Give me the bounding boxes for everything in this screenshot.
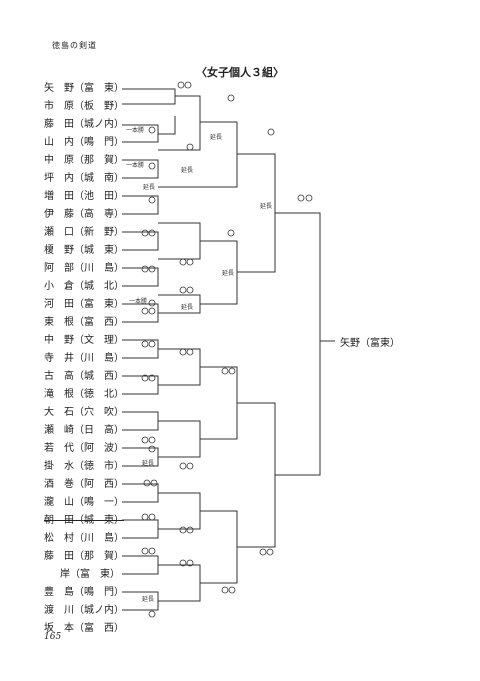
player-name: 瀬 口（新 野） (44, 227, 124, 238)
page-number: 165 (44, 632, 62, 642)
enchou-label: 延長 (260, 202, 272, 210)
player-name: 滝 根（徳 北） (44, 389, 124, 400)
enchou-label: 延長 (222, 269, 234, 277)
player-name: 市 原（板 野） (44, 101, 124, 112)
player-name: 松 村（川 島） (44, 533, 124, 544)
player-name: 阿 部（川 島） (44, 263, 124, 274)
player-name: 増 田（池 田） (44, 191, 124, 202)
ippon-label: 一本勝 (129, 297, 147, 305)
player-name: 掛 水（徳 市） (44, 461, 124, 472)
player-name: 渡 川（城ノ内） (44, 605, 124, 616)
enchou-label: 延長 (143, 183, 155, 191)
enchou-label: 延長 (181, 166, 193, 174)
player-name: 中 原（那 賀） (44, 155, 124, 166)
player-name: 若 代（阿 波） (44, 443, 124, 454)
player-name: 河 田（富 東） (44, 299, 124, 310)
player-name: 古 高（城 西） (44, 371, 124, 382)
player-name: 朝 田（城 東） (44, 515, 124, 526)
player-name: 豊 島（鳴 門） (44, 587, 124, 598)
player-name: 坪 内（城 南） (44, 173, 124, 184)
player-name: 酒 巻（阿 西） (44, 479, 124, 490)
player-name: 坂 本（富 西） (44, 623, 124, 634)
enchou-label: 延長 (210, 133, 222, 141)
player-name: 小 倉（城 北） (44, 281, 124, 292)
player-name: 中 野（文 理） (44, 335, 124, 346)
player-name: 伊 藤（高 専） (44, 209, 124, 220)
player-name: 藤 田（城ノ内） (44, 119, 124, 130)
enchou-label: 延長 (142, 459, 154, 467)
enchou-label: 延長 (142, 595, 154, 603)
player-name: 山 内（鳴 門） (44, 137, 124, 148)
section-title: 〈女子個人３組〉 (196, 66, 284, 79)
player-name: 寺 井（川 島） (44, 353, 124, 364)
player-name: 矢 野（富 東） (44, 83, 124, 94)
player-name: 瀬 崎（日 高） (44, 425, 124, 436)
player-name: 榎 野（城 東） (44, 245, 124, 256)
champion-name: 矢野（富東） (340, 338, 400, 349)
enchou-label: 延長 (181, 303, 193, 311)
player-name: 瀧 山（鳴 一） (44, 497, 124, 508)
running-header: 徳島の剣道 (52, 41, 97, 50)
ippon-label: 一本勝 (126, 126, 144, 134)
player-name: 東 根（富 西） (44, 317, 124, 328)
player-name: 岸（富 東） (60, 569, 120, 580)
ippon-label: 一本勝 (126, 161, 144, 169)
player-name: 藤 田（那 賀） (44, 551, 124, 562)
player-name: 大 石（穴 吹） (44, 407, 124, 418)
